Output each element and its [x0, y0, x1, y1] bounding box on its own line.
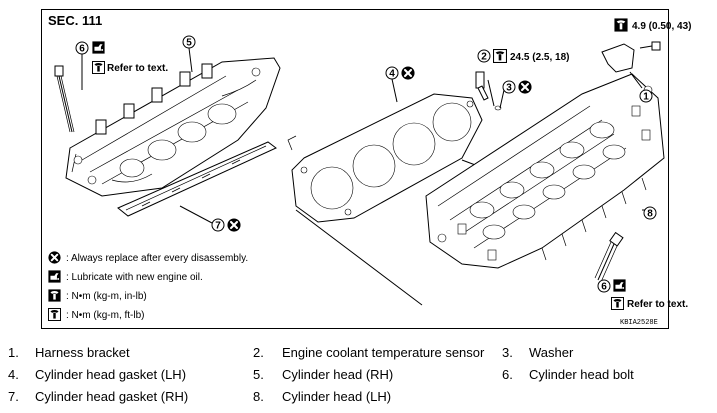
torque-wrench-icon	[611, 297, 624, 310]
part-number: 2.	[253, 345, 264, 360]
torque-wrench-icon	[493, 49, 507, 63]
cylinder-head-bolt-lower-drawing	[594, 231, 624, 283]
parts-row: 4. Cylinder head gasket (LH) 5. Cylinder…	[0, 367, 717, 389]
part-name: Cylinder head bolt	[529, 367, 634, 382]
oil-can-icon	[92, 41, 105, 54]
cylinder-head-rh-drawing	[65, 57, 281, 197]
callout-6-lower: 6	[597, 279, 611, 293]
refer-to-text-upper: Refer to text.	[107, 63, 168, 74]
exploded-view-diagram: SEC. 111 6 Refer to text. 5	[48, 13, 691, 327]
torque-wrench-ftlb-icon	[48, 308, 61, 321]
oil-can-icon	[613, 279, 626, 292]
coolant-temp-sensor-drawing	[475, 71, 502, 111]
part-name: Cylinder head (LH)	[282, 389, 392, 404]
part-number: 4.	[8, 367, 19, 382]
part-name: Cylinder head gasket (RH)	[35, 389, 189, 404]
svg-text:4: 4	[389, 69, 395, 80]
svg-text:1: 1	[643, 92, 649, 103]
svg-text:3: 3	[506, 83, 512, 94]
svg-text:2: 2	[481, 52, 487, 63]
diagram-frame: SEC. 111 6 Refer to text. 5	[41, 9, 691, 329]
part-number: 1.	[8, 345, 19, 360]
callout-2: 2	[477, 49, 491, 63]
svg-text:: Lubricate with new engine oi: : Lubricate with new engine oil.	[66, 272, 203, 283]
torque-sensor: 24.5 (2.5, 18)	[510, 52, 569, 63]
torque-wrench-icon	[92, 61, 105, 74]
part-number: 3.	[502, 345, 513, 360]
callout-5: 5	[182, 35, 196, 73]
part-name: Cylinder head gasket (LH)	[35, 367, 187, 382]
refer-to-text-lower: Refer to text.	[627, 299, 688, 310]
torque-bracket: 4.9 (0.50, 43)	[632, 21, 691, 32]
part-number: 5.	[253, 367, 264, 382]
part-name: Harness bracket	[35, 345, 130, 360]
parts-row: 1. Harness bracket 2. Engine coolant tem…	[0, 345, 717, 367]
svg-text:6: 6	[601, 282, 607, 293]
svg-text:5: 5	[186, 38, 192, 49]
callout-1: 1	[639, 89, 653, 103]
diagram-code: KBIA2528E	[620, 319, 658, 327]
svg-text:8: 8	[647, 209, 653, 220]
part-number: 7.	[8, 389, 19, 404]
parts-list: 1. Harness bracket 2. Engine coolant tem…	[0, 338, 717, 413]
torque-wrench-icon	[614, 18, 628, 32]
cylinder-head-gasket-rh-drawing	[117, 141, 277, 217]
part-name: Cylinder head (RH)	[282, 367, 394, 382]
parts-row: 7. Cylinder head gasket (RH) 8. Cylinder…	[0, 389, 717, 411]
svg-text:6: 6	[79, 44, 85, 55]
part-number: 6.	[502, 367, 513, 382]
callout-7: 7	[179, 205, 225, 232]
oil-can-icon	[48, 270, 61, 283]
cylinder-head-bolt-upper-drawing	[54, 65, 75, 133]
section-label: SEC. 111	[48, 13, 102, 28]
cylinder-head-gasket-lh-drawing	[287, 93, 483, 223]
harness-bracket-drawing	[601, 41, 661, 89]
callout-3: 3	[499, 80, 516, 109]
svg-text:7: 7	[215, 221, 221, 232]
svg-text:: N•m (kg-m, in-lb): : N•m (kg-m, in-lb)	[66, 291, 147, 302]
replace-x-icon	[518, 80, 532, 94]
replace-x-icon	[227, 218, 241, 232]
cylinder-head-lh-drawing	[425, 73, 665, 269]
part-number: 8.	[253, 389, 264, 404]
svg-text:: Always replace after every d: : Always replace after every disassembly…	[66, 253, 248, 264]
legend: : Always replace after every disassembly…	[48, 251, 248, 321]
replace-x-icon	[401, 66, 415, 80]
replace-x-icon	[48, 251, 61, 264]
svg-text:: N•m (kg-m, ft-lb): : N•m (kg-m, ft-lb)	[66, 310, 145, 321]
part-name: Washer	[529, 345, 574, 360]
torque-wrench-inlb-icon	[48, 289, 61, 302]
callout-8: 8	[642, 206, 657, 220]
part-name: Engine coolant temperature sensor	[282, 345, 485, 360]
callout-4: 4	[385, 66, 399, 103]
callout-6-upper: 6	[75, 41, 89, 90]
